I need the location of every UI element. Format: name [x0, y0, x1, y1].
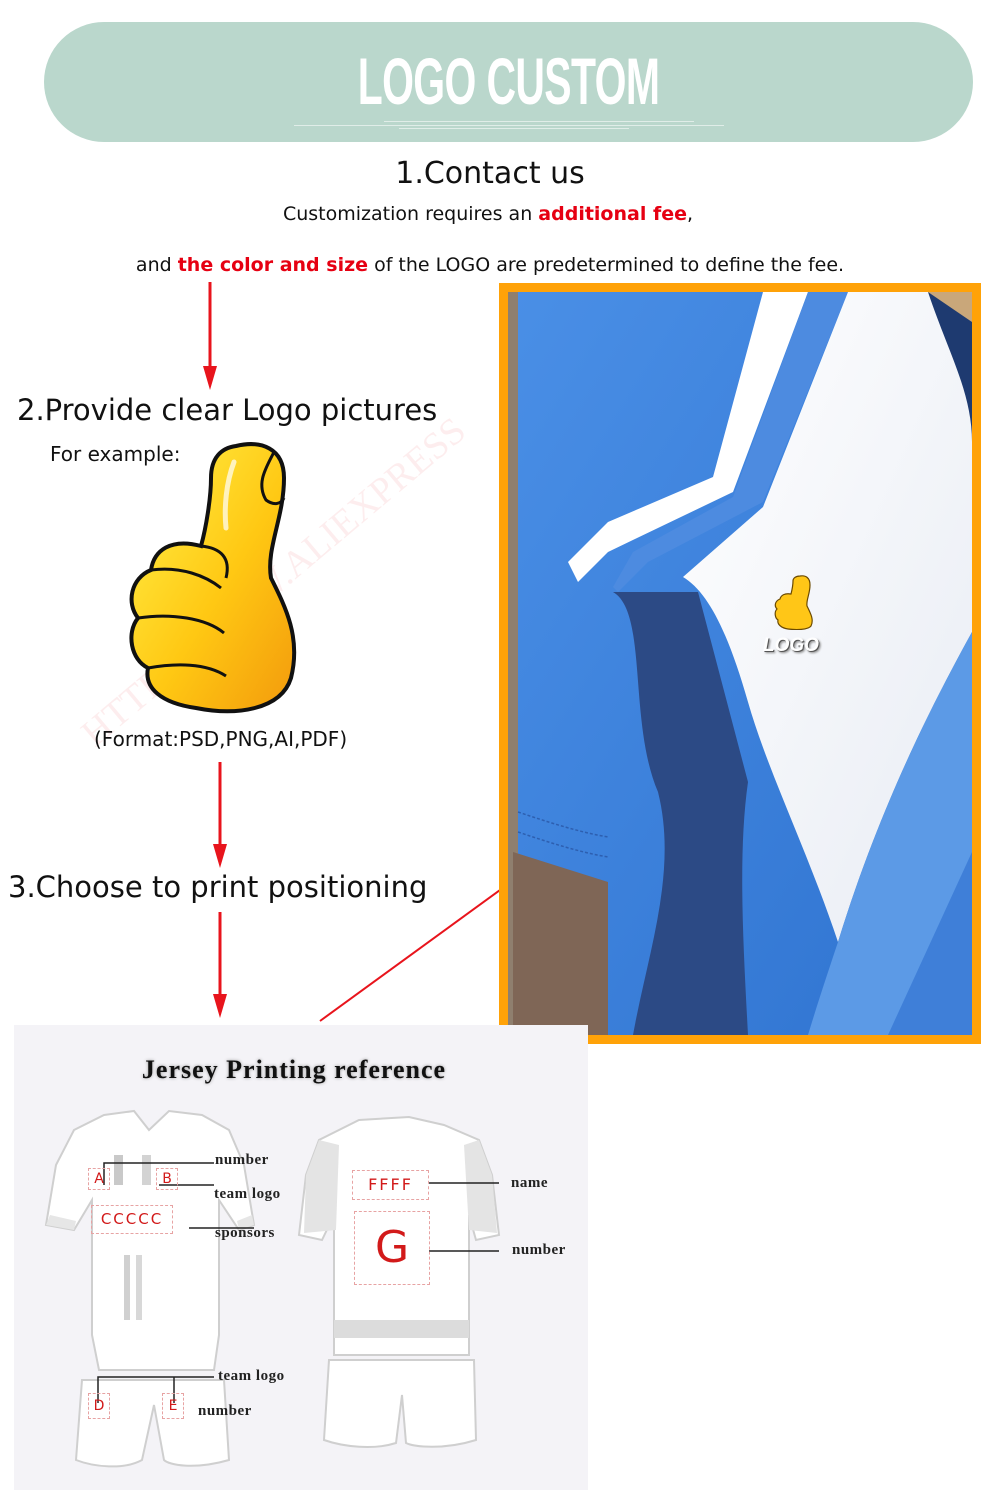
print-area-f: FFFF	[352, 1170, 429, 1200]
banner-fine-print	[384, 121, 694, 122]
step1-heading: 1.Contact us	[395, 156, 585, 191]
thumbs-up-icon	[129, 442, 297, 714]
example-label: For example:	[50, 442, 181, 466]
format-note: (Format:PSD,PNG,AI,PDF)	[94, 727, 348, 751]
color-size-highlight: the color and size	[177, 254, 369, 276]
step2-heading: 2.Provide clear Logo pictures	[17, 393, 438, 427]
label-team-logo-shorts: team logo	[218, 1368, 285, 1384]
jersey-outline-drawings	[44, 1109, 501, 1468]
thumbs-up-logo-icon	[774, 575, 813, 630]
fee-notice-line1: Customization requires an additional fee…	[0, 201, 976, 227]
logo-caption: LOGO	[763, 635, 819, 656]
fee-notice-text: Customization requires an	[282, 203, 539, 225]
label-number-back: number	[512, 1242, 566, 1258]
reference-title: Jersey Printing reference	[141, 1055, 447, 1084]
jersey-closeup-photo: LOGO	[499, 283, 981, 1044]
fee-notice-text: ,	[687, 203, 694, 225]
header-banner: LOGO CUSTOM	[44, 22, 973, 142]
print-area-a: A	[88, 1168, 110, 1190]
step3-heading: 3.Choose to print positioning	[8, 870, 428, 904]
print-area-c: CCCCC	[91, 1205, 173, 1234]
label-team-logo-front: team logo	[214, 1186, 281, 1202]
print-area-e: E	[162, 1393, 184, 1419]
jersey-closeup-illustration	[508, 292, 972, 1035]
label-number-shorts: number	[198, 1403, 252, 1419]
fee-notice-text: and	[135, 254, 178, 276]
label-name: name	[511, 1175, 548, 1191]
print-area-b: B	[156, 1168, 178, 1190]
fee-notice-line2: and the color and size of the LOGO are p…	[0, 252, 980, 278]
banner-title: LOGO CUSTOM	[357, 44, 660, 118]
banner-fine-print	[294, 125, 724, 126]
fee-notice-text: of the LOGO are predetermined to define …	[368, 254, 845, 276]
label-number-front: number	[215, 1152, 269, 1168]
label-sponsors: sponsors	[215, 1225, 275, 1241]
banner-fine-print	[399, 128, 629, 129]
fee-highlight: additional fee	[538, 203, 687, 225]
print-area-g: G	[354, 1211, 430, 1285]
jersey-printing-reference: Jersey Printing reference A B CC	[14, 1025, 588, 1490]
print-area-d: D	[88, 1393, 110, 1419]
